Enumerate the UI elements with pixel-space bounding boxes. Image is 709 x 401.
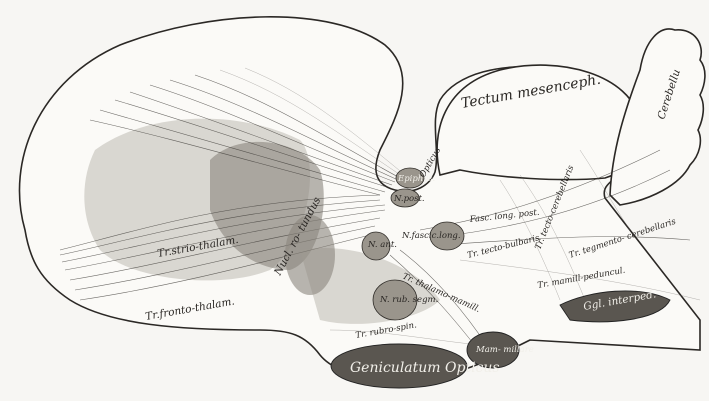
label-geniculatum-opticus: Geniculatum Opticus — [350, 360, 500, 376]
label-epiphysis: Epiphys. — [397, 174, 435, 184]
label-n-fascic-long: N.fascic.long. — [401, 231, 461, 241]
label-n-rub-segm: N. rub. segm. — [379, 295, 438, 305]
label-n-post: N.post. — [393, 194, 425, 204]
label-mam-millare: Mam- millare — [475, 345, 534, 355]
label-n-ant: N. ant. — [367, 240, 397, 250]
